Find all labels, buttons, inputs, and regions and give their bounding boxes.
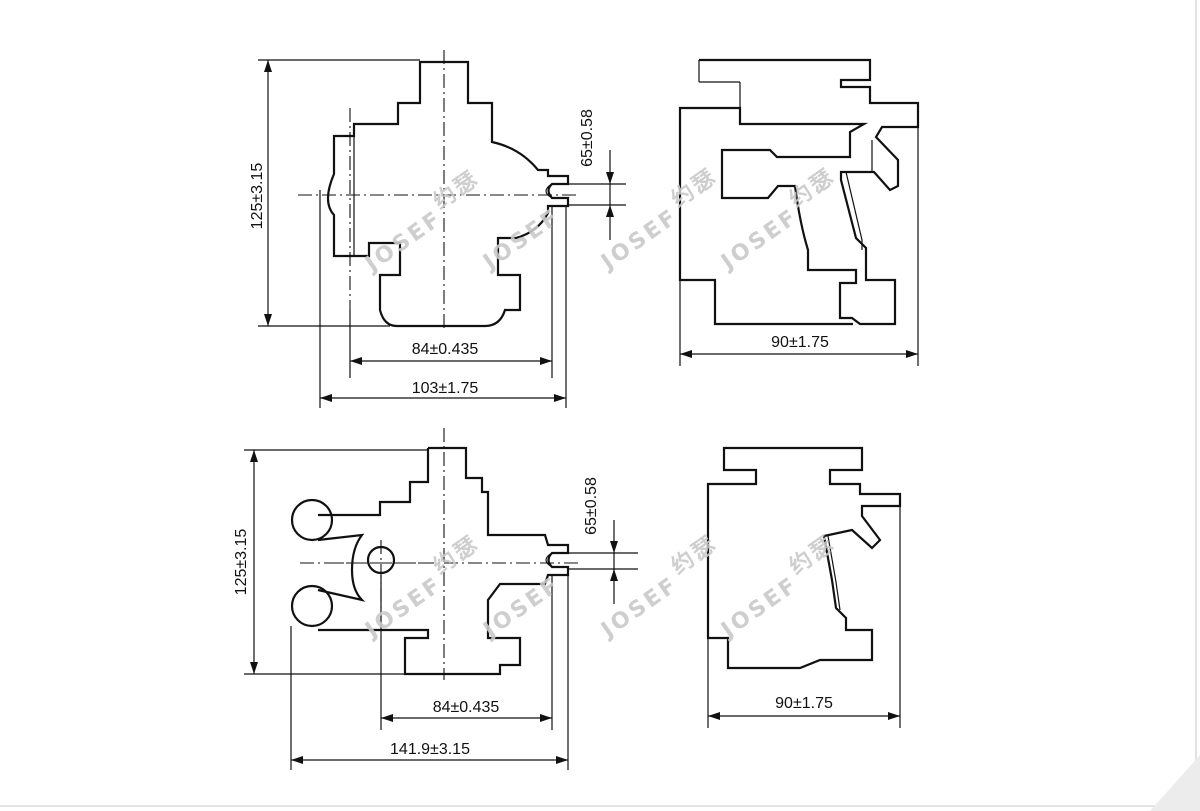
mount-hole-lower — [290, 584, 334, 628]
dim-width-inner-bottom-left: 84±0.435 — [433, 699, 500, 716]
dim-height-top-left: 125±3.15 — [249, 163, 266, 230]
profile-outline-bottom-left — [317, 446, 570, 676]
watermark-cn-8: 约瑟 — [785, 530, 841, 580]
dim-slot-bottom-left: 65±0.58 — [583, 477, 600, 535]
watermark-cn-1: 约瑟 — [429, 165, 485, 215]
watermark-group: JOSEF 约瑟 JOSEF JOSEF 约瑟 JOSEF 约瑟 JOSEF 约… — [359, 163, 840, 644]
dim-width-outer-top-left: 103±1.75 — [412, 380, 479, 397]
dim-slot-top-left: 65±0.58 — [579, 109, 596, 167]
dim-width-outer-bottom-left: 141.9±3.15 — [390, 741, 470, 758]
dim-width-inner-top-left: 84±0.435 — [412, 341, 479, 358]
view-top-left: 125±3.15 84±0.435 103±1.75 65±0.58 — [249, 50, 626, 408]
watermark-josef-7: JOSEF — [595, 572, 683, 644]
dim-width-top-right: 90±1.75 — [771, 334, 829, 351]
dim-height-bottom-left: 125±3.15 — [233, 529, 250, 596]
profile-outline-top-right — [678, 58, 920, 326]
watermark-josef-5: JOSEF — [359, 572, 447, 644]
mount-hole-upper — [290, 498, 334, 542]
view-bottom-left: 125±3.15 84±0.435 141.9±3.15 65±0.58 — [233, 428, 638, 770]
watermark-cn-3: 约瑟 — [667, 163, 723, 213]
watermark-josef-8: JOSEF — [715, 572, 803, 644]
profile-outline-top-left — [326, 60, 570, 328]
view-top-right: 90±1.75 — [678, 58, 920, 366]
view-bottom-right: 90±1.75 — [706, 446, 902, 728]
watermark-cn-5: 约瑟 — [429, 530, 485, 580]
watermark-cn-4: 约瑟 — [785, 163, 841, 213]
watermark-cn-7: 约瑟 — [667, 530, 723, 580]
dim-width-bottom-right: 90±1.75 — [775, 695, 833, 712]
watermark-josef-4: JOSEF — [715, 204, 803, 276]
